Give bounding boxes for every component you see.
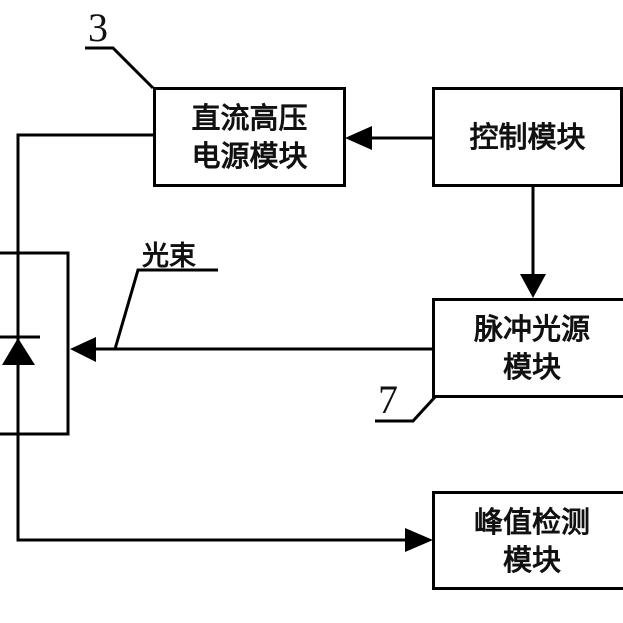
pulse-source-line1: 脉冲光源: [473, 312, 590, 346]
arrow-to-pulse: [520, 274, 546, 298]
arrow-to-peak-detect: [405, 528, 433, 552]
arrow-beam: [70, 337, 96, 362]
hv-supply-block: 直流高压 电源模块: [153, 87, 346, 187]
ref-7-leader: [375, 395, 437, 423]
pulse-source-line2: 模块: [502, 350, 561, 384]
photodiode-enclosure: [0, 251, 70, 436]
hv-supply-line1: 直流高压: [191, 101, 308, 135]
beam-label: 光束: [142, 241, 196, 272]
peak-detect-block: 峰值检测 模块: [432, 491, 623, 590]
pulse-source-block: 脉冲光源 模块: [432, 298, 623, 398]
arrow-to-hv: [345, 126, 372, 150]
control-block: 控制模块: [432, 87, 623, 187]
beam-leader: [113, 268, 218, 350]
photodiode-icon: [2, 338, 35, 365]
ref-3-leader: [85, 46, 155, 90]
wire-hv-to-diode: [16, 133, 405, 542]
peak-detect-line2: 模块: [502, 542, 561, 577]
ref-number-3: 3: [88, 5, 108, 50]
ref-number-7: 7: [378, 377, 398, 422]
control-line1: 控制模块: [469, 120, 586, 154]
peak-detect-line1: 峰值检测: [473, 504, 590, 539]
hv-supply-line2: 电源模块: [191, 139, 308, 173]
